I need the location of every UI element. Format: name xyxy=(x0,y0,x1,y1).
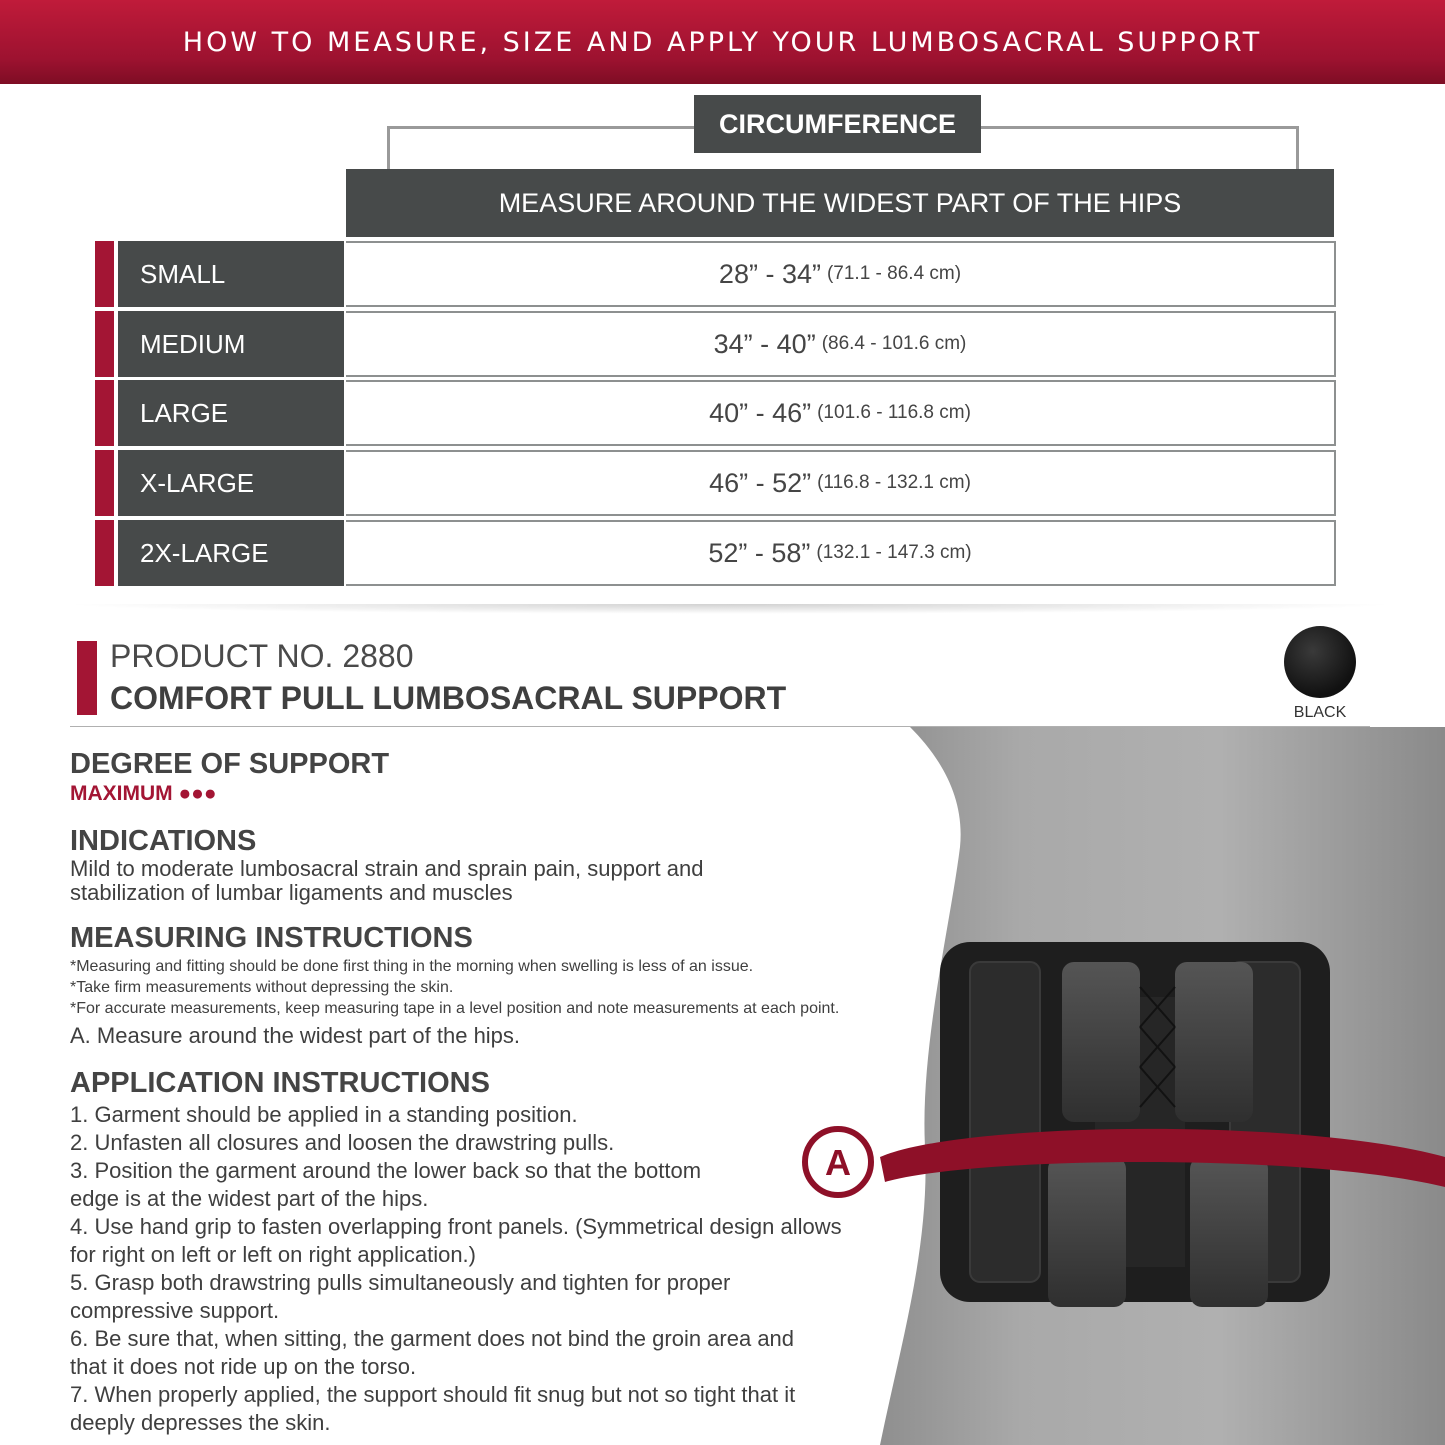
application-step: 7. When properly applied, the support sh… xyxy=(70,1382,796,1407)
measuring-step-a: A. Measure around the widest part of the… xyxy=(70,1023,521,1048)
size-row-medium: MEDIUM 34” - 40” (86.4 - 101.6 cm) xyxy=(0,311,1445,377)
application-step: compressive support. xyxy=(70,1298,280,1323)
size-inches: 40” - 46” xyxy=(709,397,812,428)
pad-lower-right xyxy=(1190,1157,1268,1307)
size-cm: (101.6 - 116.8 cm) xyxy=(817,402,971,423)
size-name: SMALL xyxy=(118,241,344,307)
size-measurement: 28” - 34” (71.1 - 86.4 cm) xyxy=(346,241,1336,307)
marker-circle xyxy=(802,1126,874,1198)
application-step: 2. Unfasten all closures and loosen the … xyxy=(70,1130,615,1155)
pad-upper-left xyxy=(1062,962,1140,1122)
size-accent xyxy=(95,450,114,516)
measure-header: MEASURE AROUND THE WIDEST PART OF THE HI… xyxy=(346,169,1334,237)
degree-heading: DEGREE OF SUPPORT xyxy=(70,748,390,780)
product-photo: A xyxy=(802,727,1445,1445)
size-cm: (132.1 - 147.3 cm) xyxy=(816,542,972,563)
application-step: 5. Grasp both drawstring pulls simultane… xyxy=(70,1270,731,1295)
size-inches: 46” - 52” xyxy=(709,467,812,498)
indications-heading: INDICATIONS xyxy=(70,825,257,857)
size-name: MEDIUM xyxy=(118,311,344,377)
product-accent-bar xyxy=(77,641,97,715)
size-row-x-large: X-LARGE 46” - 52” (116.8 - 132.1 cm) xyxy=(0,450,1445,516)
size-measurement: 34” - 40” (86.4 - 101.6 cm) xyxy=(346,311,1336,377)
size-inches: 28” - 34” xyxy=(718,258,821,289)
indications-line: Mild to moderate lumbosacral strain and … xyxy=(70,856,704,881)
application-step: edge is at the widest part of the hips. xyxy=(70,1186,429,1211)
measuring-note: *For accurate measurements, keep measuri… xyxy=(70,1000,840,1017)
size-inches: 34” - 40” xyxy=(713,328,816,359)
indications-line: stabilization of lumbar ligaments and mu… xyxy=(70,880,513,905)
size-accent xyxy=(95,241,114,307)
pad-lower-left xyxy=(1048,1157,1126,1307)
application-steps: 1. Garment should be applied in a standi… xyxy=(70,1101,900,1437)
application-step: 1. Garment should be applied in a standi… xyxy=(70,1102,578,1127)
application-heading: APPLICATION INSTRUCTIONS xyxy=(70,1067,490,1099)
application-step: 4. Use hand grip to fasten overlapping f… xyxy=(70,1214,842,1239)
size-accent xyxy=(95,311,114,377)
size-inches: 52” - 58” xyxy=(708,537,811,568)
pad-upper-right xyxy=(1175,962,1253,1122)
application-step: for right on left or left on right appli… xyxy=(70,1242,476,1267)
size-measurement: 46” - 52” (116.8 - 132.1 cm) xyxy=(346,450,1336,516)
measure-ring xyxy=(880,1128,1445,1187)
size-cm: (86.4 - 101.6 cm) xyxy=(821,333,967,354)
header-banner: HOW TO MEASURE, SIZE AND APPLY YOUR LUMB… xyxy=(0,0,1445,84)
size-measurement: 52” - 58” (132.1 - 147.3 cm) xyxy=(346,520,1336,586)
size-name: 2X-LARGE xyxy=(118,520,344,586)
size-cm: (116.8 - 132.1 cm) xyxy=(817,472,971,493)
measuring-note: *Measuring and fitting should be done fi… xyxy=(70,958,754,975)
application-step: deeply depresses the skin. xyxy=(70,1410,331,1435)
banner-title: HOW TO MEASURE, SIZE AND APPLY YOUR LUMB… xyxy=(182,26,1263,58)
circumference-label: CIRCUMFERENCE xyxy=(694,95,981,153)
size-name: LARGE xyxy=(118,380,344,446)
measuring-heading: MEASURING INSTRUCTIONS xyxy=(70,922,473,954)
size-measurement: 40” - 46” (101.6 - 116.8 cm) xyxy=(346,380,1336,446)
application-step: 3. Position the garment around the lower… xyxy=(70,1158,702,1183)
size-row-large: LARGE 40” - 46” (101.6 - 116.8 cm) xyxy=(0,380,1445,446)
size-accent xyxy=(95,520,114,586)
application-step: 6. Be sure that, when sitting, the garme… xyxy=(70,1326,795,1351)
size-cm: (71.1 - 86.4 cm) xyxy=(826,263,962,284)
size-name: X-LARGE xyxy=(118,450,344,516)
product-name: COMFORT PULL LUMBOSACRAL SUPPORT xyxy=(110,680,787,716)
application-step: that it does not ride up on the torso. xyxy=(70,1354,417,1379)
support-level: MAXIMUM ●●● xyxy=(70,782,217,805)
product-number: PRODUCT NO. 2880 xyxy=(110,638,414,674)
measuring-note: *Take firm measurements without depressi… xyxy=(70,979,454,996)
color-swatch-label: BLACK xyxy=(1293,704,1347,721)
size-row-2x-large: 2X-LARGE 52” - 58” (132.1 - 147.3 cm) xyxy=(0,520,1445,586)
size-row-small: SMALL 28” - 34” (71.1 - 86.4 cm) xyxy=(0,241,1445,307)
section-divider xyxy=(60,604,1400,614)
product-rule xyxy=(70,726,1370,727)
brace-mesh-left xyxy=(969,961,1041,1283)
marker-label: A xyxy=(825,1142,851,1183)
drawstrings xyxy=(1139,986,1176,1108)
size-accent xyxy=(95,380,114,446)
color-swatch[interactable] xyxy=(1284,626,1356,698)
